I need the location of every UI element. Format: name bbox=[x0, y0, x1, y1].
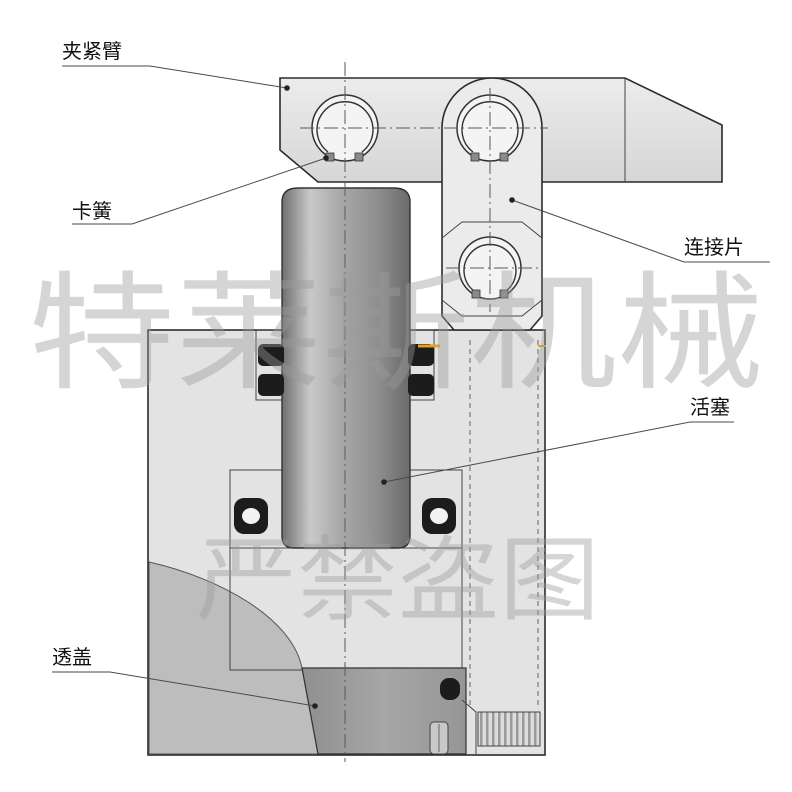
label-end-cap: 透盖 bbox=[52, 645, 92, 669]
callout-connecting-plate: 连接片 bbox=[509, 197, 770, 263]
piston-rod bbox=[281, 187, 411, 549]
rod-seal-right-upper bbox=[408, 344, 434, 366]
plate-upper-circlip-tab-left bbox=[470, 152, 480, 162]
plate-upper-circlip-tab-right bbox=[499, 152, 509, 162]
connecting-plate bbox=[441, 77, 543, 331]
leader-piston bbox=[383, 421, 734, 483]
rod-seal-left-upper bbox=[258, 344, 284, 366]
label-connecting-plate: 连接片 bbox=[684, 235, 744, 259]
rod-seal-right-lower bbox=[408, 374, 434, 396]
leader-clamp-arm bbox=[62, 65, 288, 89]
piston-oring-left-core bbox=[242, 508, 260, 524]
arm-circlip-tab-right bbox=[354, 152, 364, 162]
leader-end-cap bbox=[52, 671, 316, 707]
piston-orings bbox=[234, 498, 456, 534]
leader-dot-clamp-arm bbox=[284, 85, 290, 91]
port-fitting-threads bbox=[477, 711, 541, 747]
leader-dot-connecting-plate bbox=[509, 197, 515, 203]
callout-circlip: 卡簧 bbox=[72, 155, 329, 225]
label-clamp-arm: 夹紧臂 bbox=[62, 39, 122, 63]
watermark-notice: 严禁盗图 bbox=[196, 527, 600, 634]
end-cap-body bbox=[301, 667, 467, 755]
arm-circlip bbox=[316, 101, 374, 153]
watermark-brand: 特莱斯机械 bbox=[28, 260, 764, 409]
center-lines bbox=[300, 62, 548, 762]
plate-lower-circlip-tab-left bbox=[471, 289, 481, 299]
callout-end-cap: 透盖 bbox=[52, 645, 318, 709]
end-cap-oring bbox=[440, 678, 460, 700]
leader-circlip bbox=[72, 157, 327, 225]
callout-piston: 活塞 bbox=[381, 395, 734, 485]
label-piston: 活塞 bbox=[690, 395, 730, 419]
piston-oring-right-core bbox=[430, 508, 448, 524]
leader-dot-circlip bbox=[323, 155, 329, 161]
end-cap-step bbox=[461, 699, 477, 754]
leader-dot-piston bbox=[381, 479, 387, 485]
label-circlip: 卡簧 bbox=[72, 199, 112, 223]
rod-seals bbox=[258, 344, 434, 396]
leader-connecting-plate bbox=[511, 199, 770, 263]
callout-clamp-arm: 夹紧臂 bbox=[62, 39, 290, 91]
rod-seal-left-lower bbox=[258, 374, 284, 396]
end-cap bbox=[301, 667, 477, 755]
plate-lower-circlip-tab-right bbox=[499, 289, 509, 299]
connecting-plate-boss bbox=[441, 221, 543, 317]
plate-upper-pin-bore bbox=[456, 94, 524, 162]
leader-dot-end-cap bbox=[312, 703, 318, 709]
